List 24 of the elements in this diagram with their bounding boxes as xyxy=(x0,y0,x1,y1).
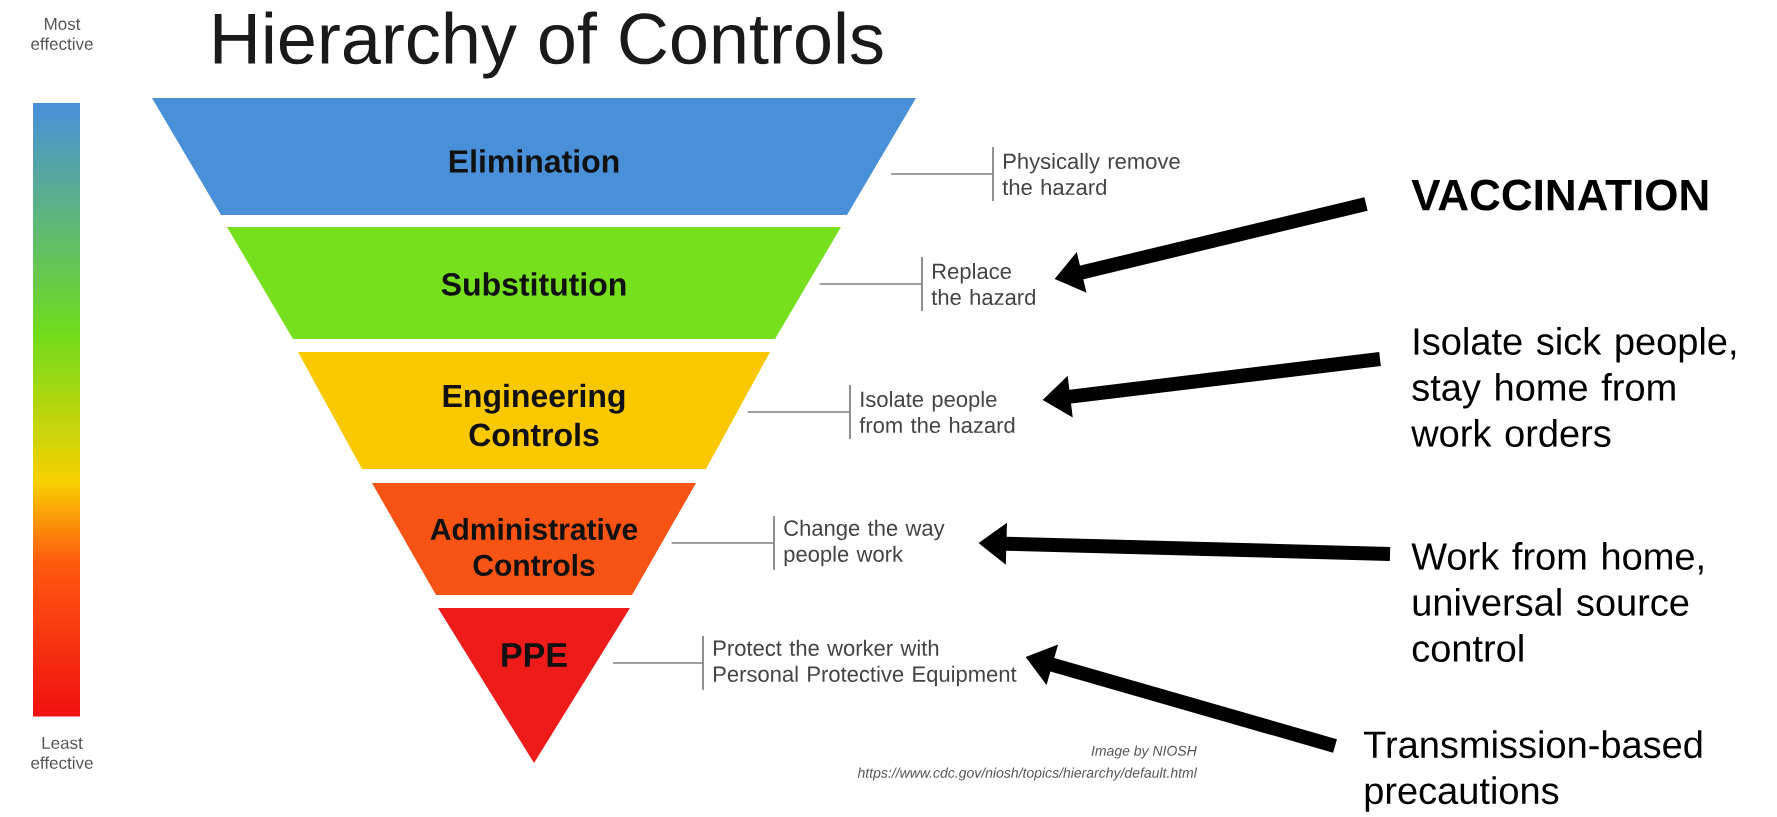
bracketed-note: Isolate people from the hazard xyxy=(849,384,1015,440)
leader-line xyxy=(671,542,775,544)
leader-line xyxy=(890,173,994,175)
title: Hierarchy of Controls xyxy=(214,11,883,79)
annotation-text: Transmission-based precautions xyxy=(1364,730,1702,812)
trapezoid-band: Elimination xyxy=(152,98,916,215)
trapezoid-band: Substitution xyxy=(227,227,841,339)
source-url: https://www.cdc.gov/niosh/topics/hierarchy/default.html xyxy=(857,767,1198,781)
trapezoid-band: Administrative Controls xyxy=(372,483,696,595)
annotation-text: Isolate sick people, stay home from work orders xyxy=(1411,327,1736,447)
leader-line xyxy=(818,283,923,285)
effectiveness-label: Most effective xyxy=(31,18,93,50)
bracketed-note: Protect the worker with Personal Protective Equipment xyxy=(702,635,1017,691)
leader-line xyxy=(612,662,704,664)
effectiveness-label: Least effective xyxy=(31,737,93,769)
bracketed-note: Physically remove the hazard xyxy=(992,146,1180,202)
bracketed-note: Replace the hazard xyxy=(921,256,1035,312)
annotation-text: VACCINATION xyxy=(1411,179,1708,211)
leader-line xyxy=(747,411,851,413)
bracketed-note: Change the way people work xyxy=(773,515,945,571)
annotation-text: Work from home, universal source control xyxy=(1411,542,1703,662)
trapezoid-band: PPE xyxy=(438,608,630,763)
trapezoid-band: Engineering Controls xyxy=(298,352,770,469)
image-credit: Image by NIOSH xyxy=(1091,745,1197,759)
